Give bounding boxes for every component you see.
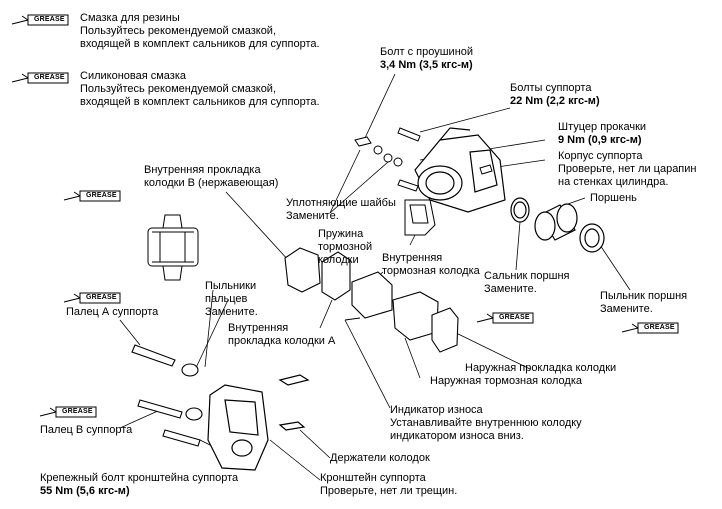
- piston-drawing: [510, 197, 605, 253]
- label-pad-retainers: Держатели колодок: [330, 452, 430, 464]
- label-bleeder: Штуцер прокачки 9 Nm (0,9 кгс-м): [558, 121, 646, 147]
- label-line: колодки: [318, 254, 359, 266]
- label-line: пальцев: [205, 293, 248, 305]
- label-outer-shim: Наружная прокладка колодки: [465, 362, 617, 374]
- grease-gun-icon: GREASE: [62, 290, 122, 306]
- label-inner-pad: Внутренняя тормозная колодка: [382, 252, 480, 278]
- label-line: Пыльники: [205, 280, 257, 292]
- pads-shims-drawing: [284, 247, 459, 353]
- grease-gun-icon: GREASE: [620, 320, 680, 336]
- label-torque: 9 Nm (0,9 кгс-м): [558, 134, 642, 146]
- label-line: Сальник поршня: [484, 270, 570, 282]
- label-title: Штуцер прокачки: [558, 121, 647, 133]
- label-line: Устанавливайте внутреннюю колодку: [390, 417, 582, 429]
- label-title: Силиконовая смазка: [80, 70, 187, 82]
- label-silicone-grease: Силиконовая смазка Пользуйтесь рекоменду…: [80, 70, 320, 109]
- label-torque: 55 Nm (5,6 кгс-м): [40, 485, 130, 497]
- label-line: индикатором износа вниз.: [390, 430, 524, 442]
- label-pad-spring: Пружина тормозной колодки: [318, 228, 372, 267]
- label-caliper-bolts: Болты суппорта 22 Nm (2,2 кгс-м): [510, 82, 600, 108]
- label-line: Кронштейн суппорта: [320, 472, 426, 484]
- label-title: Смазка для резины: [80, 12, 180, 24]
- grease-gun-icon: GREASE: [62, 188, 122, 204]
- label-line: Уплотняющие шайбы: [286, 197, 396, 209]
- label-inner-shim-b: Внутренняя прокладка колодки В (нержавею…: [144, 164, 278, 190]
- label-line: Внутренняя прокладка: [144, 164, 261, 176]
- grease-tag-label: GREASE: [62, 408, 93, 415]
- label-piston-seal: Сальник поршня Замените.: [484, 270, 569, 296]
- label-line: входящей в комплект сальников для суппор…: [80, 96, 320, 108]
- label-eye-bolt: Болт с проушиной 3,4 Nm (3,5 кгс-м): [380, 46, 473, 72]
- label-title: Болт с проушиной: [380, 46, 474, 58]
- grease-gun-icon: GREASE: [475, 310, 535, 326]
- label-line: тормозной: [318, 241, 373, 253]
- pad-spring-drawing: [404, 199, 436, 236]
- grease-tag-label: GREASE: [644, 324, 675, 331]
- grease-tag-label: GREASE: [34, 16, 65, 23]
- label-title: Болты суппорта: [510, 82, 592, 94]
- label-wear-indicator: Индикатор износа Устанавливайте внутренн…: [390, 404, 582, 443]
- label-line: Пользуйтесь рекомендуемой смазкой,: [80, 25, 277, 37]
- label-line: Замените.: [205, 306, 258, 318]
- label-bracket: Кронштейн суппорта Проверьте, нет ли тре…: [320, 472, 457, 498]
- label-torque: 22 Nm (2,2 кгс-м): [510, 95, 600, 107]
- label-line: колодки В (нержавеющая): [144, 177, 279, 189]
- label-line: Пыльник поршня: [600, 290, 688, 302]
- label-torque: 3,4 Nm (3,5 кгс-м): [380, 59, 473, 71]
- label-line: прокладка колодки А: [228, 335, 336, 347]
- bracket-drawing: [207, 374, 310, 471]
- label-sealing-washers: Уплотняющие шайбы Замените.: [286, 197, 396, 223]
- grease-gun-icon: GREASE: [10, 12, 70, 28]
- grease-gun-icon: GREASE: [38, 404, 98, 420]
- label-line: тормозная колодка: [382, 265, 480, 277]
- label-outer-pad: Наружная тормозная колодка: [430, 375, 583, 387]
- leader-lines: [119, 73, 631, 481]
- label-title: Корпус суппорта: [558, 150, 643, 162]
- label-line: Замените.: [484, 283, 537, 295]
- caliper-bolts-drawing: [354, 127, 493, 192]
- label-line: Внутренняя: [382, 252, 443, 264]
- label-line: Пользуйтесь рекомендуемой смазкой,: [80, 83, 277, 95]
- label-line: на стенках цилиндра.: [558, 176, 669, 188]
- label-line: Внутренняя: [228, 322, 289, 334]
- label-line: Индикатор износа: [390, 404, 483, 416]
- label-title: Крепежный болт кронштейна суппорта: [40, 472, 239, 484]
- label-line: Замените.: [286, 210, 339, 222]
- grease-tag-label: GREASE: [86, 192, 117, 199]
- pin-detail-drawing: [147, 214, 199, 281]
- pins-drawing: [131, 344, 203, 447]
- label-piston: Поршень: [590, 192, 637, 204]
- label-caliper-body: Корпус суппорта Проверьте, нет ли царапи…: [558, 150, 696, 189]
- grease-tag-label: GREASE: [86, 294, 117, 301]
- caliper-body-drawing: [414, 127, 506, 213]
- grease-tag-label: GREASE: [34, 74, 65, 81]
- label-line: Проверьте, нет ли трещин.: [320, 485, 458, 497]
- label-pin-boots: Пыльники пальцев Замените.: [205, 280, 258, 319]
- label-line: Проверьте, нет ли царапин: [558, 163, 697, 175]
- label-inner-shim-a: Внутренняя прокладка колодки А: [228, 322, 335, 348]
- label-line: Пружина: [318, 228, 364, 240]
- label-bracket-bolt: Крепежный болт кронштейна суппорта 55 Nm…: [40, 472, 238, 498]
- label-line: Замените.: [600, 303, 653, 315]
- label-line: входящей в комплект сальников для суппор…: [80, 38, 320, 50]
- grease-gun-icon: GREASE: [10, 70, 70, 86]
- grease-tag-label: GREASE: [499, 314, 530, 321]
- label-pin-a: Палец А суппорта: [66, 306, 159, 318]
- label-piston-boot: Пыльник поршня Замените.: [600, 290, 687, 316]
- label-pin-b: Палец В суппорта: [40, 424, 133, 436]
- label-rubber-grease: Смазка для резины Пользуйтесь рекомендуе…: [80, 12, 320, 51]
